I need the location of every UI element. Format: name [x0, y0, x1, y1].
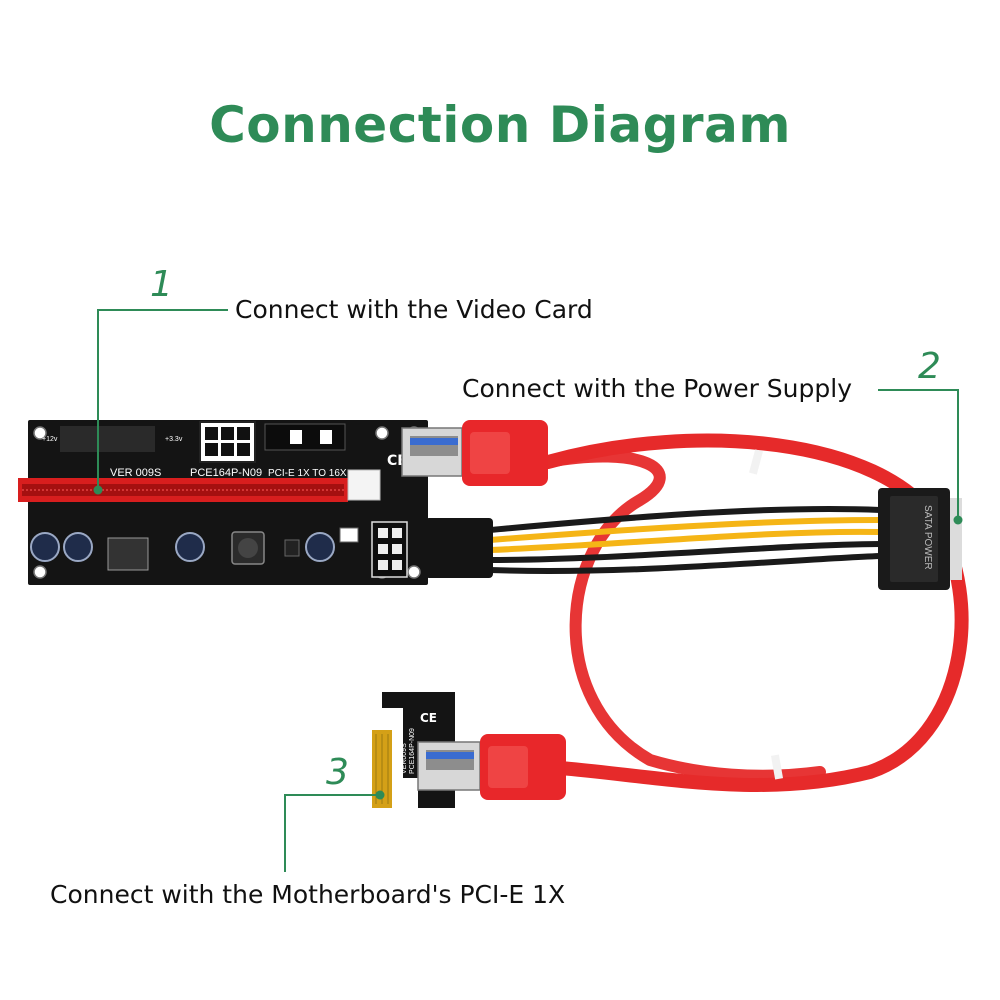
usb-cable-inner	[542, 450, 826, 782]
silk-model: PCE164P-N09	[190, 467, 262, 479]
slot-latch	[347, 469, 381, 501]
silk-pcie: PCI-E 1X TO 16X	[268, 468, 347, 479]
board-header	[264, 423, 346, 451]
page-title: Connection Diagram	[209, 96, 791, 154]
capacitor	[63, 532, 93, 562]
power-wire-yellow	[489, 528, 881, 553]
mount-hole	[375, 426, 389, 440]
mount-hole	[33, 565, 47, 579]
adapter-model: PCE164P-N09	[409, 728, 416, 774]
callout-number-2: 2	[918, 346, 941, 387]
mount-hole	[407, 565, 421, 579]
leader-line-1	[97, 309, 228, 490]
callout-number-3: 3	[326, 752, 349, 793]
ce-mark-small: CE	[420, 711, 437, 725]
voltage-regulator	[107, 537, 149, 571]
usb-cable-loop	[541, 433, 969, 792]
capacitor	[175, 532, 205, 562]
callout-text-3: Connect with the Motherboard's PCI-E 1X	[50, 880, 566, 909]
callout-text-2: Connect with the Power Supply	[462, 374, 853, 403]
leader-line-2	[878, 389, 959, 520]
sata-label: SATA POWER	[922, 505, 933, 570]
leader-line-3	[284, 794, 380, 872]
cable-tie	[770, 754, 784, 780]
power-wire-black	[489, 506, 881, 533]
silk-ver: VER 009S	[110, 467, 161, 479]
mount-hole	[33, 426, 47, 440]
callout-number-1: 1	[150, 264, 173, 305]
cable-tie	[749, 449, 763, 475]
chip	[339, 527, 359, 543]
callout-text-1: Connect with the Video Card	[235, 295, 593, 324]
chip	[284, 539, 300, 557]
power-wire-black	[489, 553, 881, 575]
power-wire-yellow	[489, 517, 881, 543]
adapter-ver: VER009S	[401, 743, 408, 774]
silk-12v: +12v	[42, 436, 58, 443]
capacitor	[30, 532, 60, 562]
power-wire-black	[489, 541, 881, 563]
power-plug	[425, 518, 493, 578]
gold-pads	[60, 426, 155, 452]
silk-33v: +3.3v	[165, 436, 183, 443]
capacitor	[305, 532, 335, 562]
